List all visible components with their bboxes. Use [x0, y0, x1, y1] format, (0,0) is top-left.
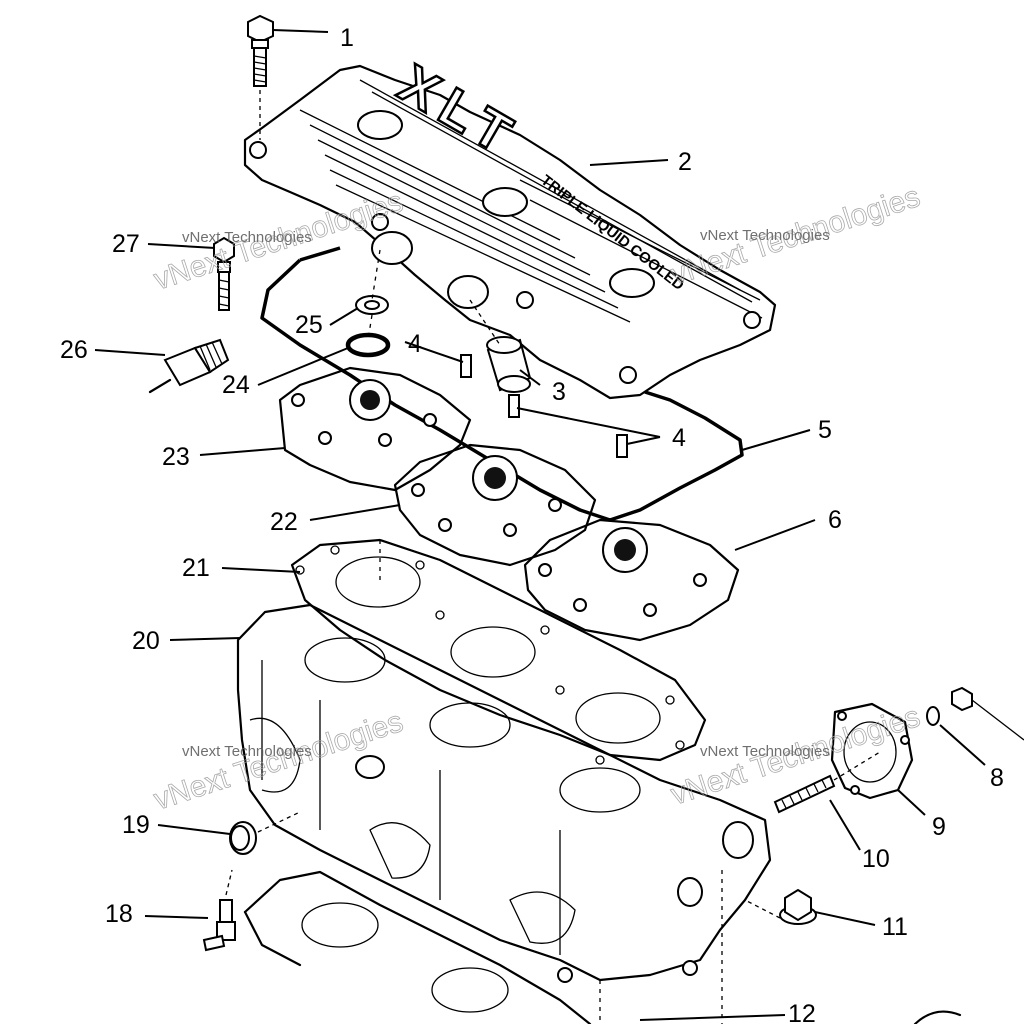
part-bolt [247, 14, 274, 140]
watermark-group: vNext Technologies vNext Technologies vN… [150, 180, 925, 817]
part-temp-sensor [148, 338, 230, 394]
leader-lines [94, 29, 986, 1021]
part-hose-fitting [469, 299, 532, 393]
callout-25: 25 [295, 311, 323, 339]
callout-1: 1 [340, 24, 354, 52]
callout-5: 5 [818, 416, 832, 444]
part-head-center [393, 443, 597, 567]
part-base-gasket [243, 870, 592, 1024]
part-oring-24 [345, 332, 391, 358]
part-stud [773, 751, 881, 814]
part-head-right [523, 518, 740, 642]
callout-10: 10 [862, 845, 890, 873]
callout-27: 27 [112, 230, 140, 258]
watermark-small-3: vNext Technologies [182, 743, 312, 760]
callout-19: 19 [122, 811, 150, 839]
cover-model-logo: XLT [389, 53, 530, 169]
callout-26: 26 [60, 336, 88, 364]
part-head-left [278, 366, 472, 492]
callout-21: 21 [182, 554, 210, 582]
watermark-small-1: vNext Technologies [182, 229, 312, 246]
part-flange-nut [744, 888, 817, 925]
callout-11: 11 [882, 913, 908, 941]
part-cover-plate [830, 702, 914, 800]
callout-20: 20 [132, 627, 160, 655]
callout-24: 24 [222, 371, 250, 399]
callout-4b: 4 [672, 424, 686, 452]
callout-9: 9 [932, 813, 946, 841]
callout-22: 22 [270, 508, 298, 536]
part-dowel-pins [460, 354, 628, 458]
callout-4a: 4 [408, 330, 422, 358]
part-plug [229, 811, 301, 855]
callout-23: 23 [162, 443, 190, 471]
callout-12: 12 [788, 1000, 816, 1024]
watermark-small-4: vNext Technologies [700, 743, 830, 760]
part-nut-washer [926, 686, 1024, 741]
part-bolt-27 [213, 236, 235, 311]
part-washer-25 [355, 295, 389, 315]
callout-6: 6 [828, 506, 842, 534]
part-bleed-fitting [202, 869, 236, 952]
part-cylinder-block [236, 603, 772, 983]
callout-2: 2 [678, 148, 692, 176]
alignment-lines [367, 249, 723, 1024]
callout-8: 8 [990, 764, 1004, 792]
part-fragment-bottom-right [913, 1010, 962, 1024]
callout-3: 3 [552, 378, 566, 406]
part-cover-gasket [260, 258, 744, 522]
callout-18: 18 [105, 900, 133, 928]
callout-labels: 1 2 3 4 4 5 6 8 9 10 11 12 18 19 20 21 2… [60, 24, 1004, 1024]
watermark-small-2: vNext Technologies [700, 227, 830, 244]
